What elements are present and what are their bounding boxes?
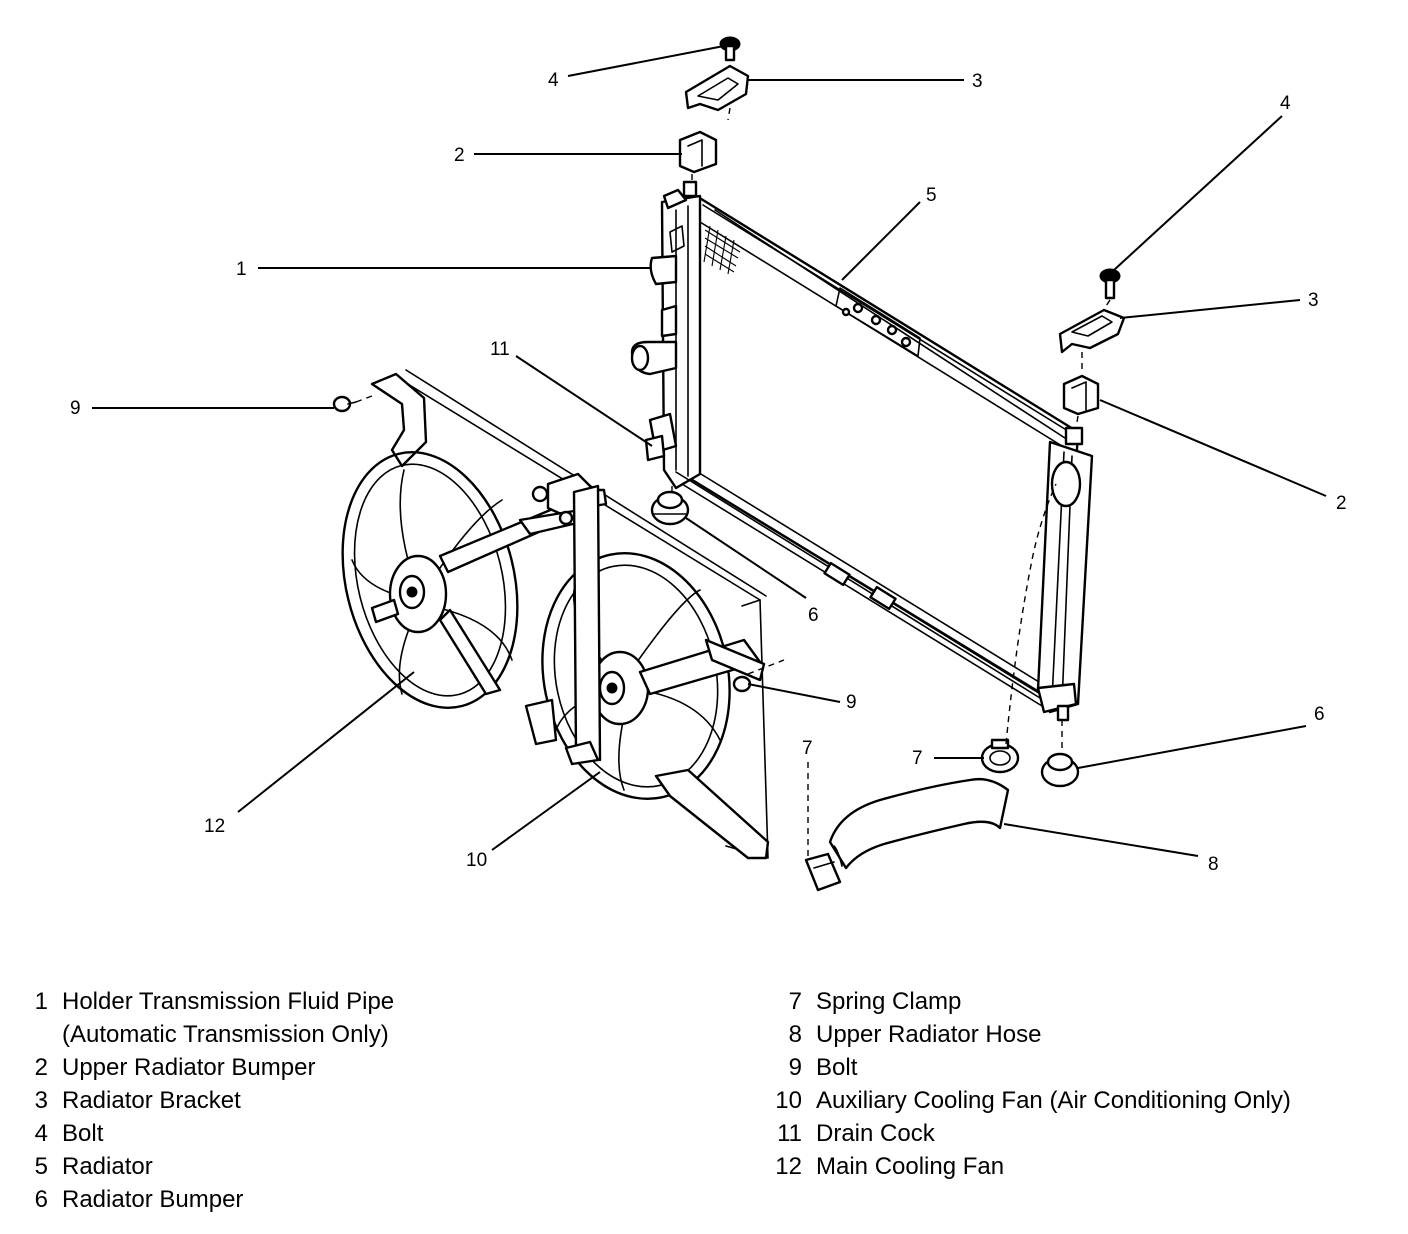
legend-label: Holder Transmission Fluid Pipe (62, 988, 395, 1015)
callout-4-right: 4 (1280, 93, 1291, 114)
legend-number: 2 (34, 1054, 48, 1081)
legend-label: Spring Clamp (816, 988, 962, 1015)
callout-9-right: 9 (846, 692, 857, 713)
callout-7-left: 7 (802, 738, 813, 759)
legend-label: Bolt (816, 1054, 858, 1081)
callout-8: 8 (1208, 854, 1219, 875)
legend-label: Auxiliary Cooling Fan (Air Conditioning … (816, 1087, 1291, 1114)
callout-5: 5 (926, 185, 937, 206)
callout-numbers: 4 3 2 1 5 4 3 2 11 9 6 6 7 7 9 8 12 10 (70, 70, 1347, 875)
legend-number: 1 (34, 988, 48, 1015)
legend-number: 7 (788, 988, 802, 1015)
callout-lines (92, 45, 1327, 857)
legend-label: Radiator Bracket (62, 1087, 241, 1114)
upper-radiator-hose (828, 777, 1010, 870)
legend-label: Radiator (62, 1153, 153, 1180)
spring-clamp-lower (804, 852, 842, 892)
legend-number: 5 (34, 1153, 48, 1180)
upper-bumper-right (1062, 374, 1100, 416)
legend-label: Bolt (62, 1120, 104, 1147)
callout-10: 10 (466, 850, 487, 871)
legend-label: Upper Radiator Bumper (62, 1054, 316, 1081)
callout-2-right: 2 (1336, 493, 1347, 514)
legend-number: 3 (34, 1087, 48, 1114)
callout-11: 11 (490, 339, 510, 360)
fan-shroud (341, 369, 770, 860)
callout-3-top: 3 (972, 71, 983, 92)
legend-number: 11 (777, 1120, 802, 1147)
radiator-exploded-diagram: 4 3 2 1 5 4 3 2 11 9 6 6 7 7 9 8 12 10 (70, 36, 1347, 892)
bracket-top (684, 64, 750, 112)
callout-2-top: 2 (454, 145, 465, 166)
callout-6-left: 6 (808, 605, 819, 626)
drain-cock (675, 471, 1043, 707)
bolt-right (1099, 268, 1121, 300)
legend-number: 10 (775, 1087, 802, 1114)
radiator (630, 180, 1094, 722)
legend-label: Drain Cock (816, 1120, 935, 1147)
callout-4-top: 4 (548, 70, 559, 91)
legend-label: Main Cooling Fan (816, 1153, 1005, 1180)
legend-label: Radiator Bumper (62, 1186, 244, 1213)
callout-7-right: 7 (912, 748, 923, 769)
legend-number: 8 (788, 1021, 802, 1048)
radiator-bumper-right (1040, 752, 1080, 788)
bracket-right (1058, 308, 1126, 354)
legend-number: 4 (34, 1120, 48, 1147)
bolt-right-lower (732, 675, 752, 693)
callout-3-right: 3 (1308, 290, 1319, 311)
legend-number: 6 (34, 1186, 48, 1213)
callout-6-right: 6 (1314, 704, 1325, 725)
bolt-top (719, 36, 741, 62)
legend-number: 9 (788, 1054, 802, 1081)
callout-12: 12 (204, 816, 225, 837)
legend-number: 12 (775, 1153, 802, 1180)
parts-legend: 1 Holder Transmission Fluid Pipe (Automa… (0, 985, 1408, 1225)
radiator-bumper-left (650, 490, 690, 526)
legend-label: Upper Radiator Hose (816, 1021, 1042, 1048)
callout-1: 1 (236, 259, 247, 280)
bolt-left (332, 395, 357, 413)
legend-label: (Automatic Transmission Only) (62, 1021, 389, 1048)
spring-clamp (980, 738, 1020, 774)
upper-bumper-top (678, 130, 718, 174)
callout-9-left: 9 (70, 398, 81, 419)
